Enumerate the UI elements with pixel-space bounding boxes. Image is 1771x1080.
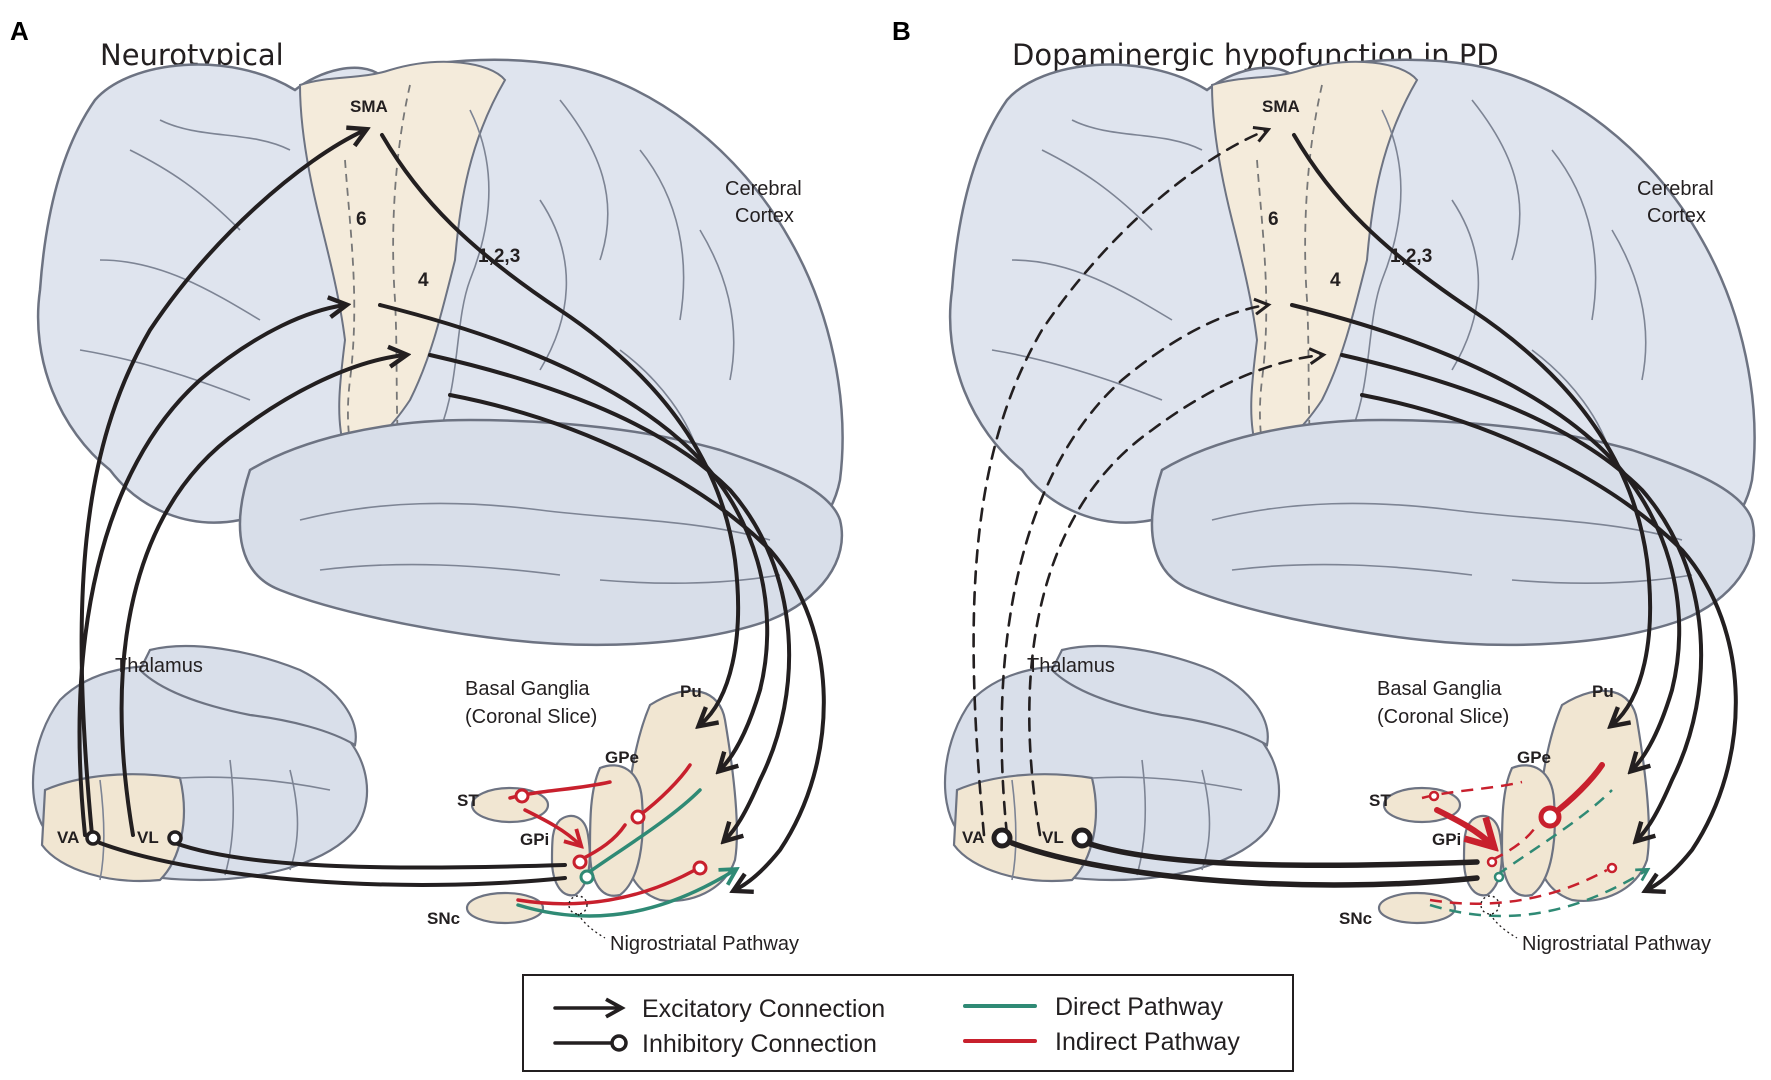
- panel-a: A Neurotypical SMA 6 4: [10, 16, 844, 955]
- gpi-inh-terminal-red: [572, 854, 588, 870]
- exc-sma-pu-b: [1292, 133, 1653, 725]
- exc-4-pu-b: [1340, 353, 1704, 840]
- label-st-b: ST: [1369, 791, 1391, 810]
- label-snc: SNc: [427, 909, 460, 928]
- pu-to-gpi-direct-reduced: [1496, 789, 1613, 877]
- label-cortex-2-b: Cortex: [1647, 205, 1706, 227]
- label-bg-2-b: (Coronal Slice): [1377, 706, 1509, 728]
- exc-123-pu: [448, 393, 826, 890]
- label-cortex-2: Cortex: [735, 205, 794, 227]
- gpe-inh-terminal-b: [1538, 805, 1562, 829]
- label-nigro-b: Nigrostriatal Pathway: [1522, 933, 1711, 955]
- label-st: ST: [457, 791, 479, 810]
- label-vl-b: VL: [1042, 828, 1064, 847]
- gpi-inh-terminal-red-b: [1486, 856, 1498, 868]
- legend: Excitatory Connection Inhibitory Connect…: [522, 974, 1294, 1072]
- label-gpe-b: GPe: [1517, 748, 1551, 767]
- label-area6-b: 6: [1268, 209, 1279, 230]
- nigro-marker-b: [1480, 895, 1500, 915]
- legend-inhibitory-label: Inhibitory Connection: [642, 1030, 877, 1058]
- legend-indirect-label: Indirect Pathway: [1055, 1028, 1240, 1056]
- label-pu-b: Pu: [1592, 682, 1614, 701]
- st-to-gpi-strong: [1434, 807, 1492, 845]
- label-area123: 1,2,3: [478, 246, 520, 267]
- st-to-gpi-arrow: [523, 808, 580, 845]
- legend-excitatory-label: Excitatory Connection: [642, 995, 885, 1023]
- legend-inhibitory-symbol: [610, 1034, 628, 1052]
- snc-direct: [516, 870, 735, 918]
- pu-inh-terminal: [692, 860, 708, 876]
- label-va: VA: [57, 828, 79, 847]
- st-inh-terminal: [514, 788, 530, 804]
- gpi-inh-terminal-green: [579, 869, 595, 885]
- gpe-to-gpi-reduced: [1491, 824, 1539, 862]
- nigro-marker: [568, 895, 588, 915]
- label-bg-2: (Coronal Slice): [465, 706, 597, 728]
- exc-vl-area4: [119, 355, 405, 837]
- legend-direct-label: Direct Pathway: [1055, 993, 1224, 1021]
- pu-to-gpe: [638, 763, 692, 817]
- brain-illustration-a: [31, 58, 844, 925]
- snc-direct-reduced: [1429, 870, 1647, 918]
- vl-terminal-b: [1071, 827, 1093, 849]
- label-bg-1-b: Basal Ganglia: [1377, 678, 1502, 700]
- panel-letter-b: B: [892, 16, 911, 46]
- label-vl: VL: [137, 828, 159, 847]
- label-pu: Pu: [680, 682, 702, 701]
- exc-va-sma-reduced: [972, 130, 1267, 837]
- panel-letter-a: A: [10, 16, 29, 46]
- vl-terminal: [167, 830, 183, 846]
- label-nigro: Nigrostriatal Pathway: [610, 933, 799, 955]
- pu-to-gpi-direct: [583, 788, 702, 877]
- gpi-inh-terminal-green-b: [1493, 871, 1505, 883]
- snc-indirect-reduced: [1429, 868, 1608, 905]
- label-va-b: VA: [962, 828, 984, 847]
- label-cortex-1-b: Cerebral: [1637, 178, 1714, 200]
- label-sma-b: SMA: [1262, 97, 1300, 116]
- label-snc-b: SNc: [1339, 909, 1372, 928]
- label-bg-1: Basal Ganglia: [465, 678, 590, 700]
- label-cortex-1: Cerebral: [725, 178, 802, 200]
- label-sma: SMA: [350, 97, 388, 116]
- inh-gpi-vl: [173, 841, 567, 870]
- legend-box: [522, 974, 1294, 1072]
- inh-gpi-va-strong: [1009, 840, 1480, 888]
- inh-gpi-va: [98, 841, 567, 887]
- label-area6: 6: [356, 209, 367, 230]
- label-gpi: GPi: [520, 830, 549, 849]
- pu-inh-terminal-b: [1606, 862, 1618, 874]
- exc-va-area6: [77, 305, 345, 837]
- exc-123-pu-b: [1360, 393, 1738, 890]
- exc-6-pu-b: [1290, 303, 1682, 770]
- exc-va-area6-reduced: [1000, 305, 1267, 837]
- exc-6-pu: [378, 303, 770, 770]
- va-terminal: [85, 830, 101, 846]
- st-inh-terminal-b: [1428, 790, 1440, 802]
- label-area4-b: 4: [1330, 270, 1341, 291]
- label-thalamus-b: Thalamus: [1027, 655, 1115, 677]
- snc-indirect: [516, 868, 697, 906]
- inh-gpi-vl-strong: [1084, 840, 1480, 869]
- label-gpi-b: GPi: [1432, 830, 1461, 849]
- nigro-leader-b: [1489, 913, 1518, 939]
- label-thalamus: Thalamus: [115, 655, 203, 677]
- label-area123-b: 1,2,3: [1390, 246, 1432, 267]
- exc-4-pu: [428, 353, 792, 840]
- label-gpe: GPe: [605, 748, 639, 767]
- brain-illustration-b: [943, 58, 1756, 925]
- label-area4: 4: [418, 270, 429, 291]
- exc-sma-pu: [380, 133, 741, 725]
- gpe-inh-terminal: [630, 809, 646, 825]
- panel-b: B Dopaminergic hypofunction in PD S: [892, 16, 1756, 955]
- va-terminal-b: [991, 827, 1013, 849]
